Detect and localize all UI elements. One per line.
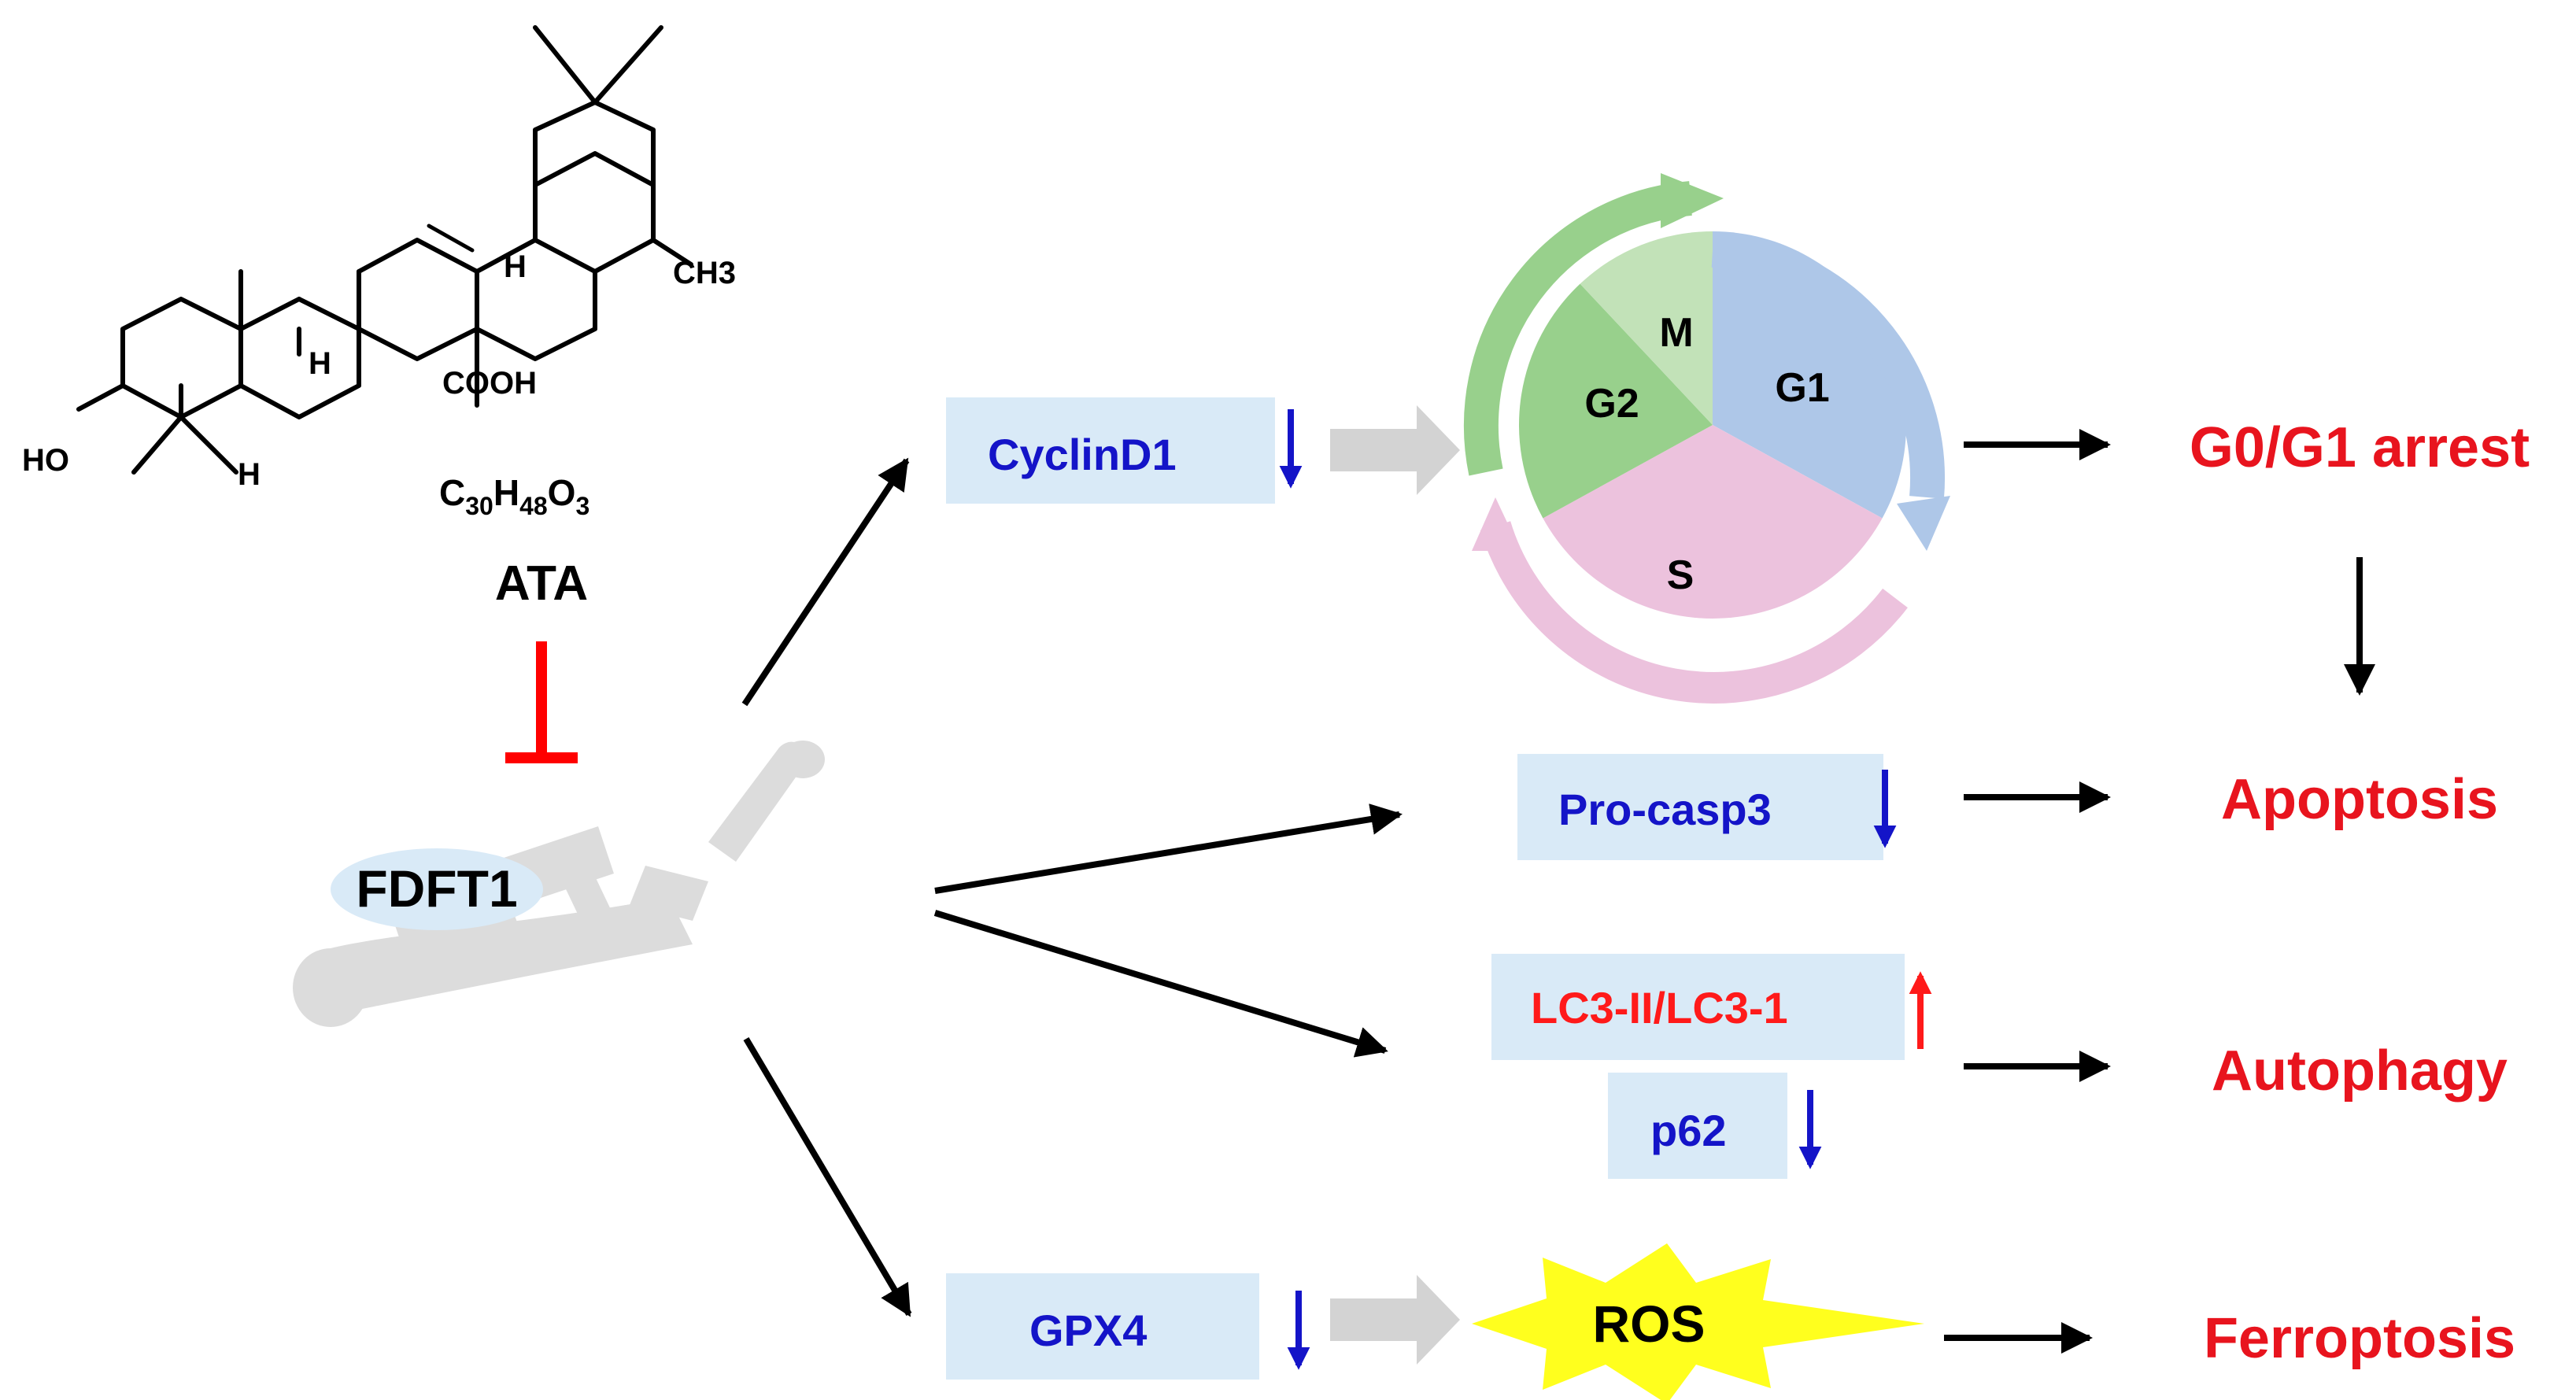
p62-box bbox=[1608, 1073, 1787, 1179]
cell-cycle-slice-m bbox=[1580, 231, 1713, 425]
pathway-arrows bbox=[741, 457, 1403, 1317]
procasp3-box bbox=[1517, 754, 1883, 860]
ata-structure bbox=[76, 25, 693, 475]
outcome-ferroptosis: Ferroptosis bbox=[2204, 1307, 2515, 1370]
phase-label-s: S bbox=[1667, 552, 1695, 598]
cyclind1-box bbox=[946, 397, 1275, 504]
carboxyl-label: COOH bbox=[442, 366, 537, 401]
phase-label-g2: G2 bbox=[1584, 381, 1639, 427]
fdft1-ellipse bbox=[331, 848, 543, 930]
inhibition-bar bbox=[505, 641, 578, 763]
pink-arrowhead bbox=[1472, 497, 1521, 551]
methyl-label: CH3 bbox=[673, 256, 736, 290]
blue-cycle-arrow bbox=[1711, 233, 1946, 499]
ros-burst bbox=[1472, 1243, 1924, 1400]
phase-label-g1: G1 bbox=[1775, 365, 1829, 411]
cell-cycle-diagram: G1 S G2 M bbox=[1463, 173, 1950, 704]
cell-cycle-slice-s bbox=[1543, 425, 1883, 619]
procasp3-label: Pro-casp3 bbox=[1558, 785, 1772, 834]
fdft1-label: FDFT1 bbox=[356, 859, 517, 918]
ros-label: ROS bbox=[1592, 1295, 1705, 1353]
hydrogen-label-b: H bbox=[238, 457, 261, 492]
gpx4-box bbox=[946, 1273, 1259, 1380]
compound-name: ATA bbox=[495, 556, 588, 611]
lc3-label: LC3-II/LC3-1 bbox=[1531, 983, 1788, 1032]
gray-arrow-gpx4 bbox=[1330, 1275, 1460, 1365]
outcome-g0g1-arrest: G0/G1 arrest bbox=[2190, 416, 2530, 479]
p62-label: p62 bbox=[1650, 1106, 1727, 1155]
ata-substituents: HO CH3 COOH H H H bbox=[22, 249, 736, 492]
green-arrowhead bbox=[1661, 173, 1724, 228]
hydrogen-label-a: H bbox=[309, 346, 331, 381]
phase-label-m: M bbox=[1659, 310, 1693, 356]
cell-cycle-slice-g2 bbox=[1519, 283, 1713, 519]
gpx4-label: GPX4 bbox=[1029, 1306, 1147, 1355]
hydrogen-label-c: H bbox=[504, 249, 527, 284]
green-cycle-arrow bbox=[1463, 181, 1692, 476]
outcome-arrows bbox=[1944, 429, 2375, 1354]
lc3-box bbox=[1491, 954, 1905, 1060]
gray-arrow-cyclin bbox=[1330, 405, 1460, 495]
cyclind1-label: CyclinD1 bbox=[988, 430, 1177, 479]
molecular-formula: C30H48O3 bbox=[439, 472, 589, 520]
hydroxyl-label: HO bbox=[22, 443, 69, 478]
outcome-apoptosis: Apoptosis bbox=[2221, 768, 2498, 831]
outcome-autophagy: Autophagy bbox=[2212, 1040, 2508, 1103]
blue-arrowhead bbox=[1897, 496, 1950, 551]
pink-cycle-arrow bbox=[1480, 521, 1908, 704]
